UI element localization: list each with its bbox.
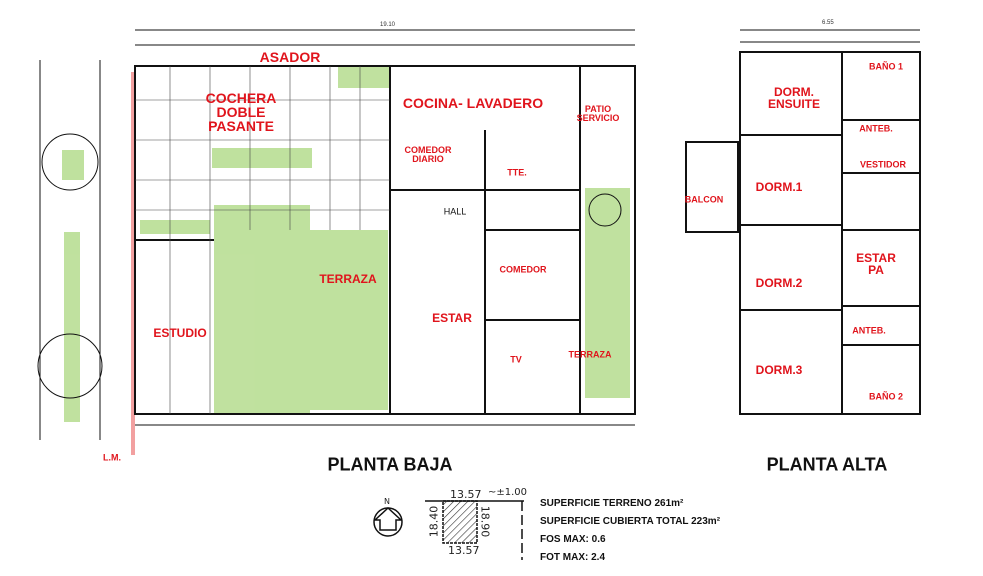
upper-floor-walls — [685, 29, 921, 415]
site-sketch — [373, 500, 524, 560]
sketch-bottom-dim: 13.57 — [448, 544, 480, 557]
room-terraza-2: TERRAZA — [568, 349, 612, 360]
room-tte: TTE. — [507, 167, 527, 178]
sketch-top-dim: 13.57 — [450, 488, 482, 501]
sketch-right-dim: 18.90 — [478, 505, 492, 538]
street-trees — [37, 60, 622, 440]
room-dorm-2: DORM.2 — [755, 276, 803, 290]
north-label: N — [384, 497, 390, 506]
fos-max: FOS MAX: 0.6 — [540, 534, 606, 545]
garden-areas — [62, 66, 630, 422]
room-anteb-2: ANTEB. — [852, 325, 886, 336]
room-comedor: COMEDOR — [499, 264, 547, 275]
room-cocina-lavadero: COCINA- LAVADERO — [402, 95, 544, 111]
room-asador: ASADOR — [259, 49, 321, 65]
ground-total-dimension: 19.10 — [380, 22, 396, 28]
ground-floor-walls — [134, 29, 636, 426]
room-anteb-1: ANTEB. — [859, 123, 893, 134]
superficie-cubierta: SUPERFICIE CUBIERTA TOTAL 223m² — [540, 516, 721, 527]
room-dorm-3: DORM.3 — [755, 363, 803, 377]
room-terraza: TERRAZA — [319, 272, 377, 286]
fot-max: FOT MAX: 2.4 — [540, 552, 606, 563]
room-dorm-ensuite: DORM. ENSUITE — [767, 85, 821, 111]
room-vestidor: VESTIDOR — [859, 159, 907, 170]
upper-total-dimension: 6.55 — [822, 20, 834, 26]
ground-floor-title: PLANTA BAJA — [327, 454, 453, 475]
room-hall: HALL — [443, 206, 467, 217]
room-estar: ESTAR — [432, 311, 472, 325]
room-bano-2: BAÑO 2 — [868, 391, 904, 402]
room-tv: TV — [510, 354, 522, 365]
sketch-top-extra: ~±1.00 — [488, 487, 528, 498]
room-dorm-1: DORM.1 — [755, 180, 803, 194]
superficie-terreno: SUPERFICIE TERRENO 261m² — [540, 498, 684, 509]
sketch-left-dim: 18.40 — [427, 505, 441, 538]
paving-grid — [135, 66, 390, 414]
lm-label: L.M. — [103, 452, 121, 463]
room-estar-pa: ESTAR PA — [856, 251, 896, 277]
room-comedor-diario: COMEDOR DIARIO — [404, 145, 452, 164]
room-balcon: BALCON — [684, 194, 724, 205]
room-bano-1: BAÑO 1 — [868, 61, 904, 72]
upper-floor-title: PLANTA ALTA — [766, 454, 888, 475]
room-patio-servicio: PATIO SERVICIO — [576, 104, 620, 123]
room-cochera: COCHERA DOBLE PASANTE — [205, 90, 277, 134]
room-estudio: ESTUDIO — [153, 326, 207, 340]
